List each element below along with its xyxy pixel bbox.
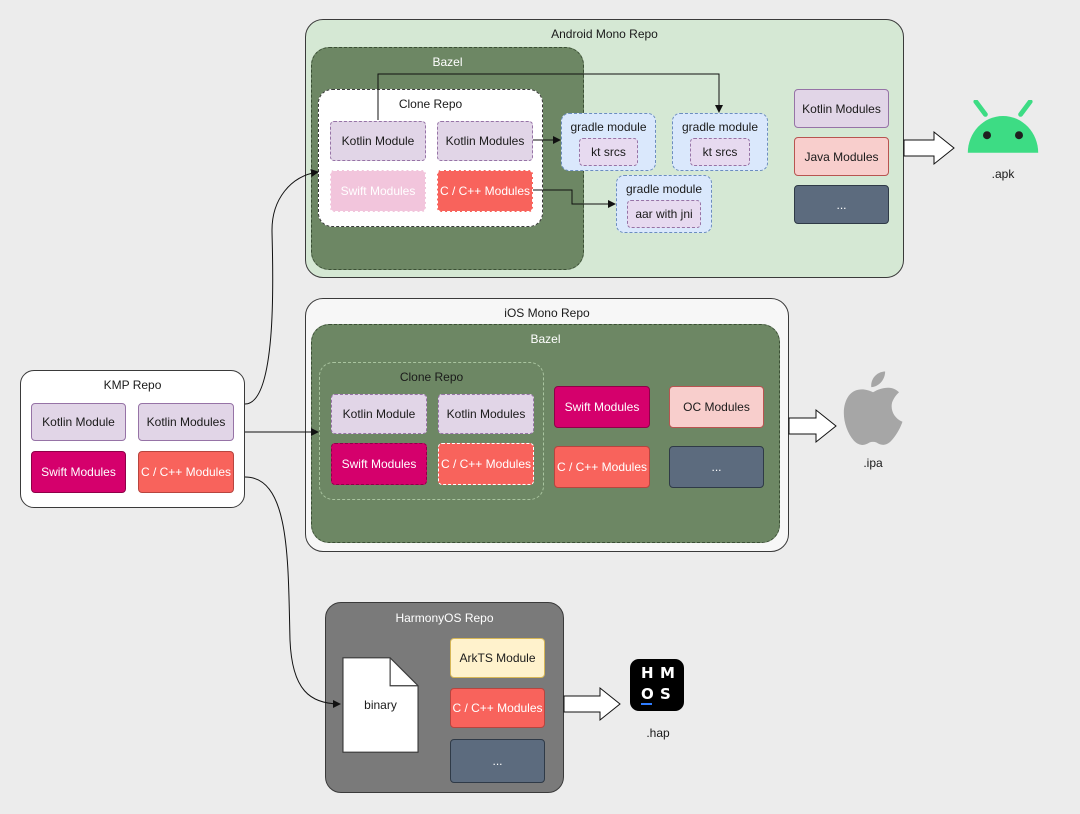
binary-label: binary bbox=[364, 698, 397, 712]
hmos-letter-s: S bbox=[660, 685, 671, 703]
gradle-module-3-aar: aar with jni bbox=[627, 200, 701, 228]
ipa-label: .ipa bbox=[863, 456, 883, 470]
ios-bazel-title: Bazel bbox=[530, 332, 561, 346]
kmp-swift-modules[interactable]: Swift Modules bbox=[31, 451, 126, 493]
gradle-module-2[interactable]: gradle module kt srcs bbox=[672, 113, 768, 171]
android-clone-cpp-modules[interactable]: C / C++ Modules bbox=[437, 170, 533, 212]
hmos-letter-o: O bbox=[641, 685, 654, 703]
android-more-modules[interactable]: ... bbox=[794, 185, 889, 224]
gradle-module-1[interactable]: gradle module kt srcs bbox=[561, 113, 656, 171]
hmos-logo-icon: H M O S bbox=[630, 659, 684, 711]
android-clone-title: Clone Repo bbox=[398, 97, 463, 111]
apple-icon bbox=[843, 371, 903, 445]
harmony-arkts-module[interactable]: ArkTS Module bbox=[450, 638, 545, 678]
android-icon bbox=[967, 100, 1039, 153]
hmos-letter-h: H bbox=[641, 664, 654, 682]
ios-clone-repo: Clone Repo Kotlin Module Kotlin Modules … bbox=[319, 362, 544, 500]
ios-repo-title: iOS Mono Repo bbox=[504, 306, 590, 320]
hap-label: .hap bbox=[646, 726, 670, 740]
ios-clone-kotlin-module[interactable]: Kotlin Module bbox=[331, 394, 427, 434]
gradle-module-3-title: gradle module bbox=[625, 182, 703, 196]
ios-clone-swift-modules[interactable]: Swift Modules bbox=[331, 443, 427, 485]
ios-swift-modules[interactable]: Swift Modules bbox=[554, 386, 650, 428]
gradle-module-1-kt-srcs: kt srcs bbox=[579, 138, 638, 166]
android-clone-repo: Clone Repo Kotlin Module Kotlin Modules … bbox=[318, 89, 543, 227]
block-arrow-hap bbox=[563, 686, 621, 722]
ios-clone-title: Clone Repo bbox=[399, 370, 464, 384]
kmp-repo-title: KMP Repo bbox=[103, 378, 162, 392]
android-clone-kotlin-modules[interactable]: Kotlin Modules bbox=[437, 121, 533, 161]
harmonyos-repo-title: HarmonyOS Repo bbox=[395, 611, 494, 625]
gradle-module-3[interactable]: gradle module aar with jni bbox=[616, 175, 712, 233]
hmos-letter-m: M bbox=[660, 664, 675, 682]
android-kotlin-modules[interactable]: Kotlin Modules bbox=[794, 89, 889, 128]
gradle-module-2-kt-srcs: kt srcs bbox=[690, 138, 750, 166]
android-java-modules[interactable]: Java Modules bbox=[794, 137, 889, 176]
apk-label: .apk bbox=[991, 167, 1015, 181]
kmp-cpp-modules[interactable]: C / C++ Modules bbox=[138, 451, 234, 493]
ios-bazel: Bazel bbox=[311, 324, 780, 543]
android-repo-title: Android Mono Repo bbox=[551, 27, 658, 41]
ios-clone-kotlin-modules[interactable]: Kotlin Modules bbox=[438, 394, 534, 434]
ios-clone-cpp-modules[interactable]: C / C++ Modules bbox=[438, 443, 534, 485]
android-clone-kotlin-module[interactable]: Kotlin Module bbox=[330, 121, 426, 161]
hmos-underline bbox=[641, 703, 652, 705]
gradle-module-2-title: gradle module bbox=[681, 120, 759, 134]
harmony-cpp-modules[interactable]: C / C++ Modules bbox=[450, 688, 545, 728]
kmp-kotlin-modules[interactable]: Kotlin Modules bbox=[138, 403, 234, 441]
harmony-more-modules[interactable]: ... bbox=[450, 739, 545, 783]
document-icon bbox=[342, 657, 419, 753]
ios-cpp-modules[interactable]: C / C++ Modules bbox=[554, 446, 650, 488]
block-arrow-apk bbox=[903, 130, 955, 166]
kmp-kotlin-module[interactable]: Kotlin Module bbox=[31, 403, 126, 441]
kmp-repo: KMP Repo Kotlin Module Kotlin Modules Sw… bbox=[20, 370, 245, 508]
ios-oc-modules[interactable]: OC Modules bbox=[669, 386, 764, 428]
android-clone-swift-modules[interactable]: Swift Modules bbox=[330, 170, 426, 212]
gradle-module-1-title: gradle module bbox=[570, 120, 647, 134]
block-arrow-ipa bbox=[788, 408, 837, 444]
android-bazel-title: Bazel bbox=[432, 55, 463, 69]
ios-more-modules[interactable]: ... bbox=[669, 446, 764, 488]
